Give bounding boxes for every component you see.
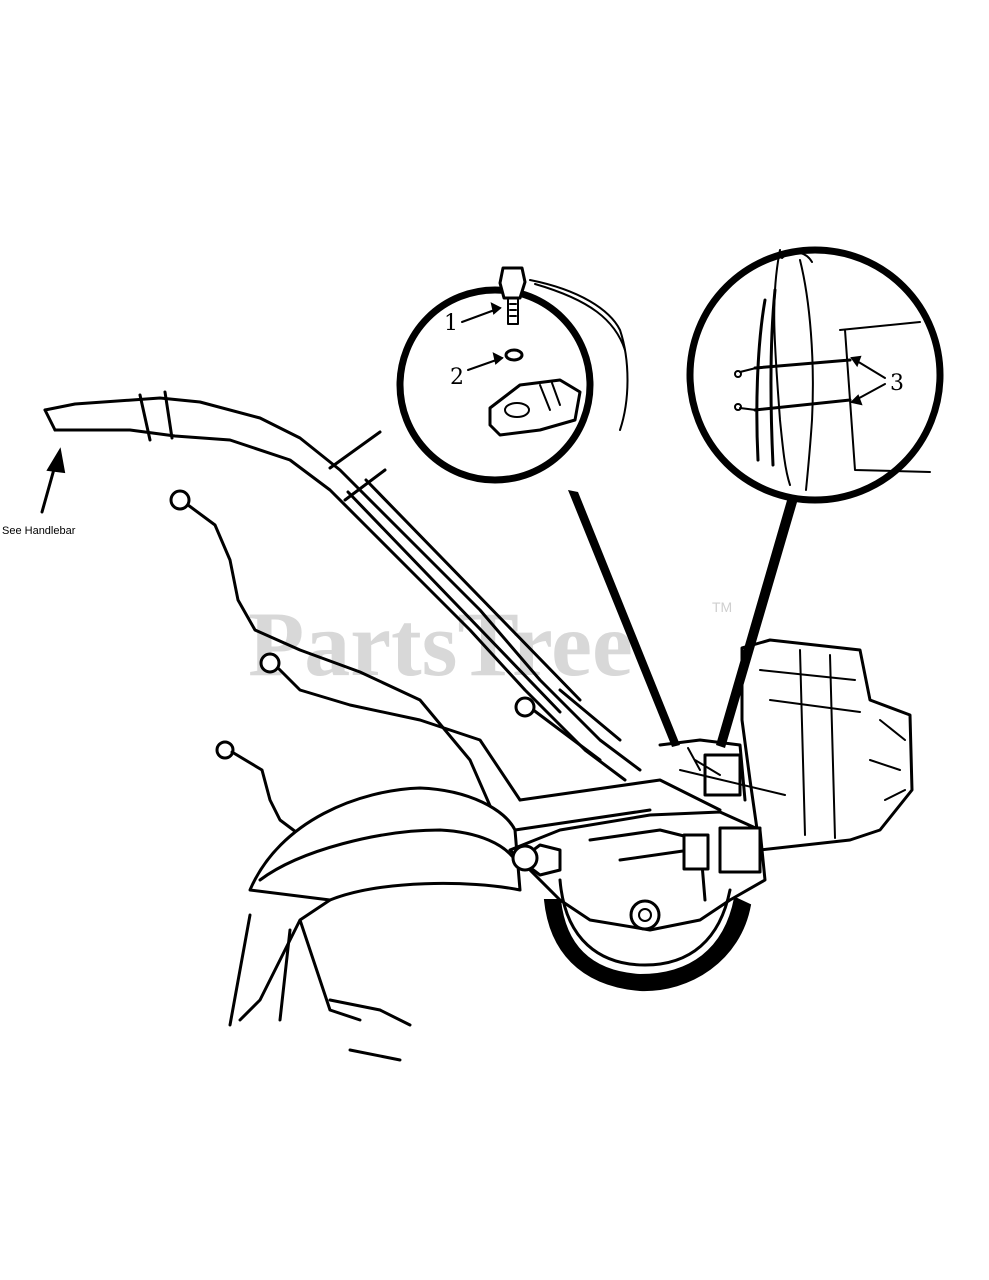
handlebar-reference: See Handlebar [2,447,76,537]
detail-cable-clips: 3 [686,246,944,504]
engine [740,638,914,852]
detail-bolt-washer: 1 2 [396,266,629,484]
watermark-trademark: TM [712,599,732,615]
watermark: PartsTree TM [248,593,732,695]
tine-hood [228,786,522,1062]
control-cables [169,489,536,842]
callout-1-label: 1 [444,311,458,336]
detail-leaders [568,490,800,796]
tiller-body [508,738,767,932]
see-handlebar-label: See Handlebar [2,525,76,537]
callout-3-label: 3 [890,371,904,396]
callout-2-label: 2 [450,365,464,390]
watermark-text: PartsTree [248,593,633,695]
wheel [543,878,752,992]
